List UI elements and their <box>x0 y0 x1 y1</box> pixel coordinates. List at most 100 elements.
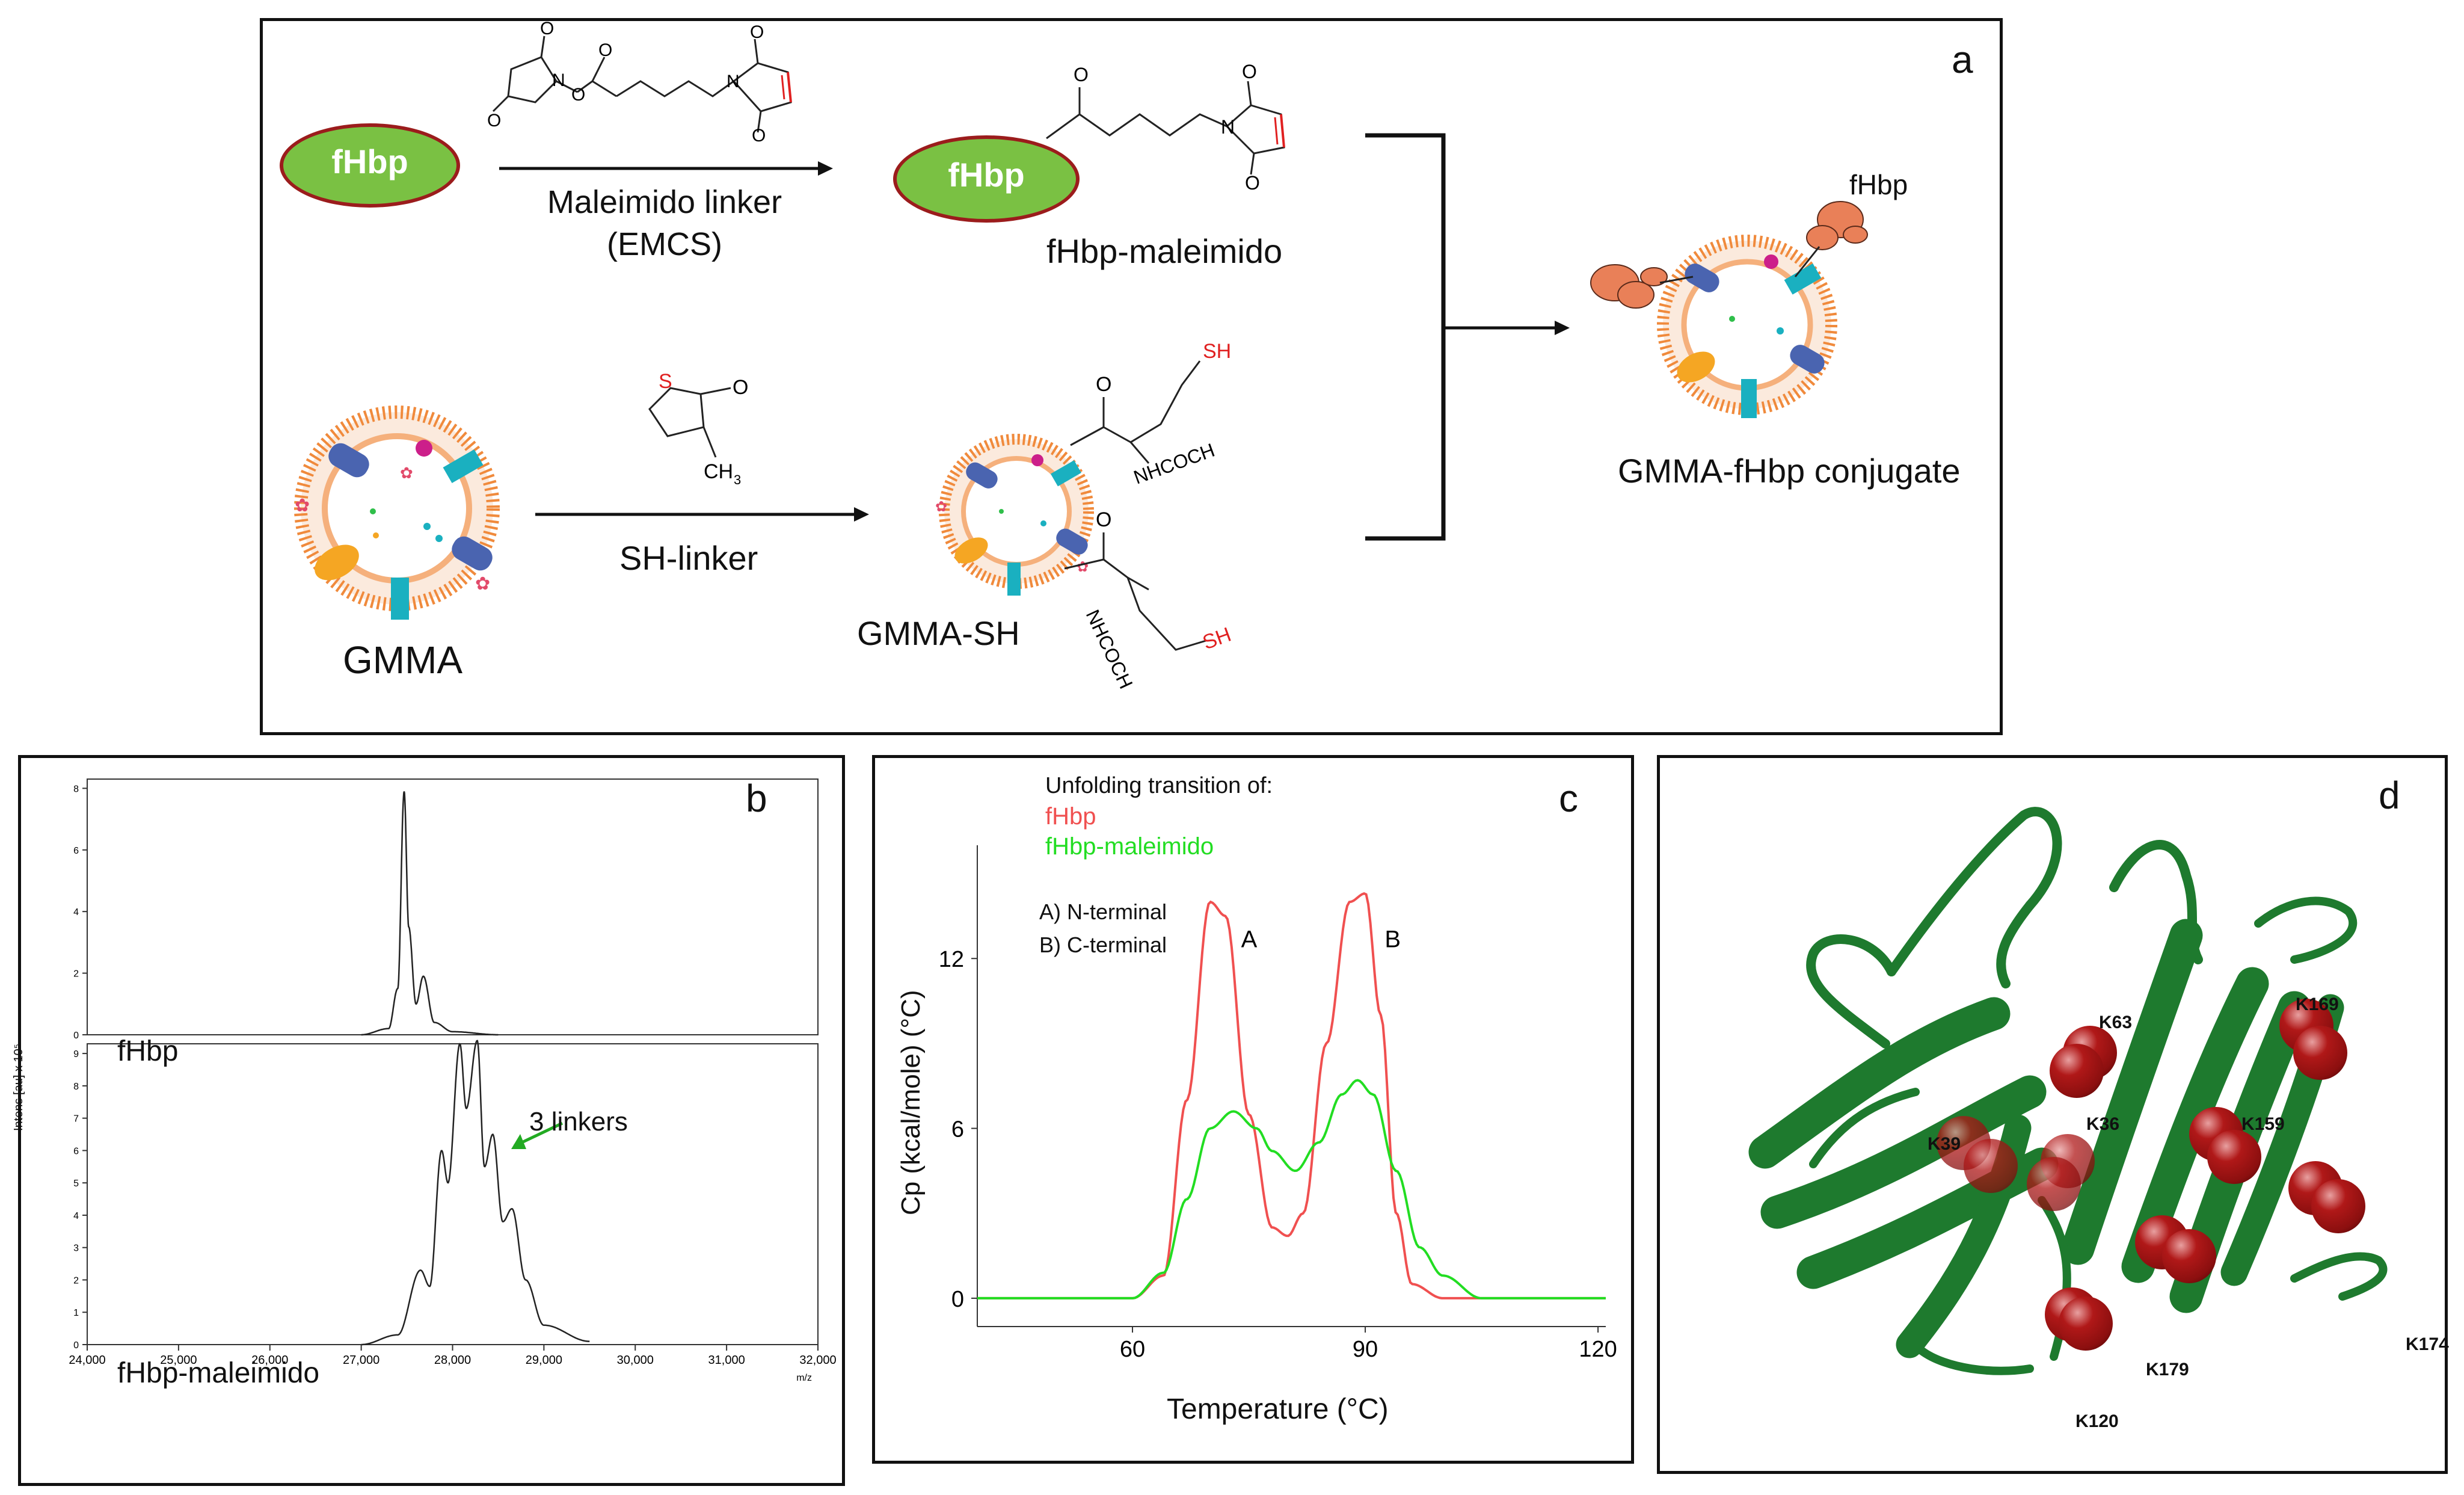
gmma-sh-vesicle: ✿ ✿ <box>935 434 1094 596</box>
fhbp-protein <box>280 123 460 208</box>
emcs-o1: O <box>540 19 554 39</box>
ms-frame-1 <box>87 1043 819 1345</box>
ms-xtick-label: 29,000 <box>526 1354 562 1367</box>
dsc-xtick-label: 90 <box>1353 1337 1378 1362</box>
residue-label-k159: K159 <box>2241 1114 2285 1134</box>
ms-ytick-label: 6 <box>73 846 79 856</box>
dsc-peak-a: A <box>1241 926 1258 952</box>
residue-label-k179: K179 <box>2146 1360 2189 1379</box>
ms-annotation: 3 linkers <box>529 1107 628 1136</box>
ms-ytick-label: 5 <box>73 1179 79 1189</box>
ms-ytick-label: 8 <box>73 784 79 794</box>
ms-trace-0 <box>361 791 499 1036</box>
maleimido-o2: O <box>1242 61 1257 82</box>
emcs-o2: O <box>487 111 501 131</box>
ms-ytick-label: 1 <box>73 1308 79 1318</box>
gmma-sh-sh1: SH <box>1203 340 1231 363</box>
merge-bracket <box>1365 133 1570 541</box>
svg-text:✿: ✿ <box>1077 558 1089 575</box>
dsc-legend-title: Unfolding transition of: <box>1045 773 1273 798</box>
sh-linker-s: S <box>659 370 672 393</box>
dsc-legend-fhbp: fHbp <box>1045 803 1096 830</box>
sh-linker-ch3: CH <box>704 460 733 483</box>
fhbp-maleimido-label: fHbp-maleimido <box>1046 232 1283 270</box>
emcs-o3: O <box>571 85 585 105</box>
emcs-structure: O O N O O N O O <box>487 19 792 146</box>
residue-sphere-k179 <box>2162 1228 2216 1283</box>
svg-text:✿: ✿ <box>400 464 413 482</box>
panel-b <box>18 755 845 1486</box>
sh-linker-o: O <box>733 376 748 399</box>
ms-bottom-label: fHbp-maleimido <box>117 1357 320 1389</box>
maleimido-chain: O N O O <box>1046 61 1285 194</box>
maleimido-n: N <box>1221 116 1235 138</box>
ms-xtick-label: 28,000 <box>434 1354 471 1367</box>
ms-ytick-label: 4 <box>73 1211 79 1221</box>
ms-annotation-arrowhead <box>511 1134 526 1149</box>
linker-label-line2: (EMCS) <box>607 226 722 262</box>
svg-text:✿: ✿ <box>295 495 310 516</box>
conjugate-label: GMMA-fHbp conjugate <box>1618 452 1961 490</box>
ms-xtick-label: 26,000 <box>251 1354 288 1367</box>
maleimido-o1: O <box>1074 64 1089 85</box>
residue-label-k36: K36 <box>2086 1114 2120 1134</box>
arrow-emcs <box>499 161 833 176</box>
residue-label-k39: K39 <box>1928 1134 1961 1154</box>
dsc-x-label: Temperature (°C) <box>1167 1393 1389 1425</box>
fhbp-maleimido-protein <box>893 135 1080 223</box>
ms-xtick-label: 32,000 <box>799 1354 836 1367</box>
gmma-label: GMMA <box>343 638 463 682</box>
residue-sphere-k36 <box>2027 1156 2081 1211</box>
residue-sphere-k63 <box>2049 1044 2104 1098</box>
maleimido-o3: O <box>1245 172 1260 194</box>
residue-sphere-k174 <box>2311 1179 2365 1233</box>
sh-linker-label: SH-linker <box>619 539 758 577</box>
conjugated-fhbp-left <box>1590 264 1668 309</box>
ms-ytick-label: 2 <box>73 969 79 979</box>
dsc-note-a: A) N-terminal <box>1039 899 1167 924</box>
dsc-ytick-label: 12 <box>939 947 964 972</box>
ms-xtick-label: 27,000 <box>343 1354 379 1367</box>
dsc-ytick-label: 6 <box>951 1117 964 1142</box>
emcs-n2: N <box>727 72 740 91</box>
residue-sphere-k169 <box>2293 1026 2347 1080</box>
ms-ytick-label: 9 <box>73 1049 79 1059</box>
ms-top-label: fHbp <box>117 1035 179 1067</box>
sh-linker-structure: S O CH 3 <box>648 370 748 487</box>
gmma-sh-nhcoch3-2: NHCOCH <box>1082 606 1137 692</box>
ms-ytick-label: 0 <box>73 1031 79 1041</box>
dsc-series-0 <box>977 892 1606 1299</box>
ms-xtick-label: 31,000 <box>708 1354 745 1367</box>
panel-c <box>872 755 1634 1464</box>
panel-c-letter: c <box>1559 777 1578 820</box>
gmma-sh-nhcoch3-1: NHCOCH <box>1131 439 1217 489</box>
ms-trace-1 <box>361 1040 590 1346</box>
gmma-sh-o2: O <box>1096 508 1111 531</box>
fhbp-label-2: fHbp <box>948 156 1025 194</box>
ms-frame-0 <box>87 778 819 1035</box>
dsc-series-1 <box>977 1079 1606 1299</box>
arrow-sh <box>535 507 869 522</box>
gmma-sh-sh2: SH <box>1200 623 1234 655</box>
dsc-xtick-label: 60 <box>1120 1337 1145 1362</box>
residue-label-k63: K63 <box>2099 1012 2133 1032</box>
dsc-note-b: B) C-terminal <box>1039 932 1167 957</box>
dsc-peak-b: B <box>1384 926 1401 952</box>
ms-ytick-label: 0 <box>73 1340 79 1351</box>
emcs-n1: N <box>552 70 565 90</box>
conjugate-fhbp-label: fHbp <box>1849 169 1908 200</box>
ms-x-unit: m/z <box>796 1373 812 1383</box>
residue-sphere-k159 <box>2207 1129 2261 1184</box>
gmma-sh-label: GMMA-SH <box>857 614 1020 652</box>
emcs-o5: O <box>750 22 764 42</box>
panel-b-y-axis-label: Intens [au] x 10⁵ <box>12 1043 25 1131</box>
residue-label-k174: K174 <box>2406 1334 2449 1354</box>
residue-sphere-k39 <box>1964 1138 2018 1193</box>
gmma-vesicle: ✿ ✿ ✿ <box>294 405 500 620</box>
residue-label-k169: K169 <box>2296 994 2339 1014</box>
emcs-o6: O <box>752 126 766 146</box>
ms-xtick-label: 30,000 <box>617 1354 654 1367</box>
panel-a-letter: a <box>1952 38 1973 81</box>
